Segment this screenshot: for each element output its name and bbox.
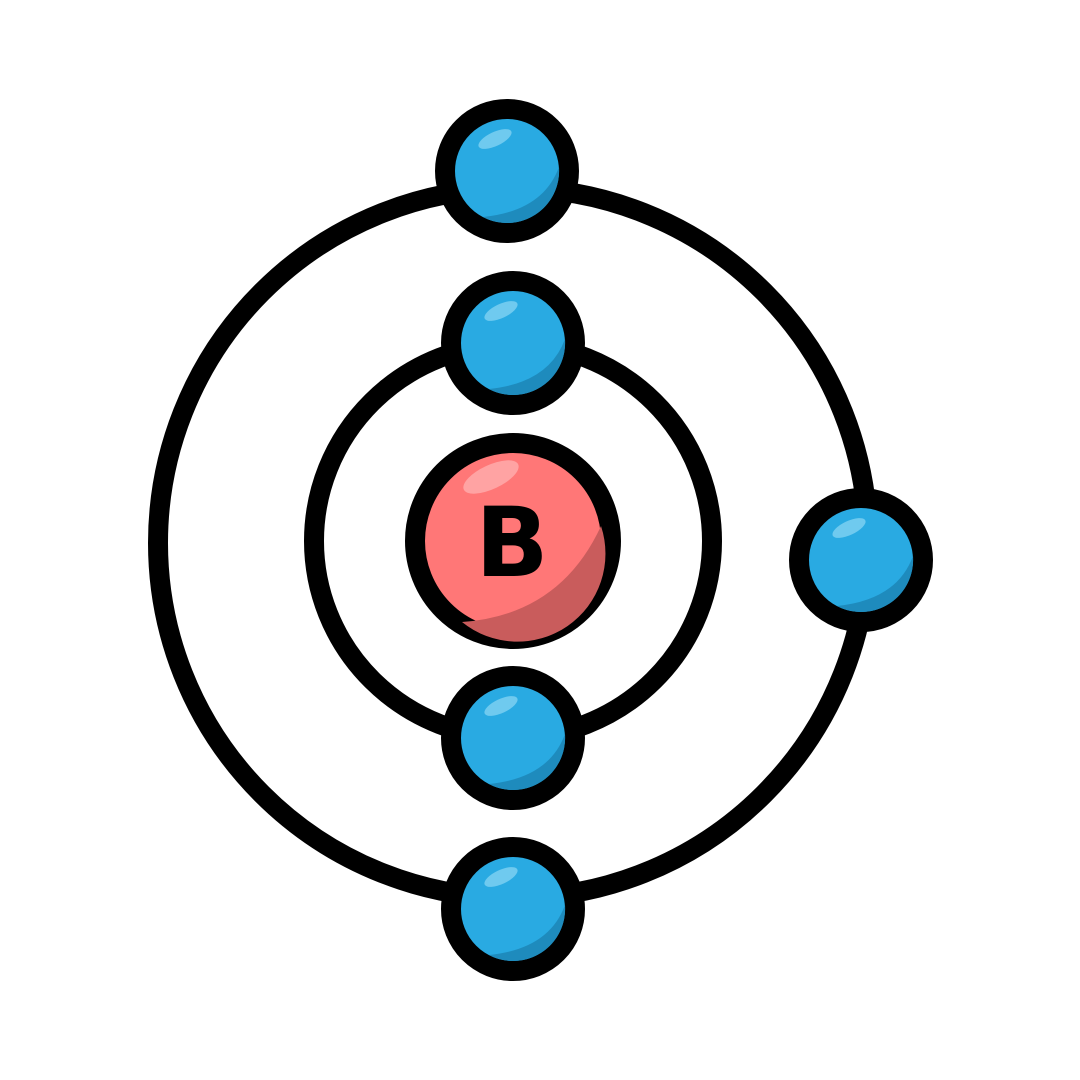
nucleus-highlight (463, 460, 519, 494)
nucleus: B (405, 433, 621, 649)
nucleus-symbol: B (475, 487, 548, 599)
electron (789, 488, 933, 632)
electron (441, 666, 585, 810)
nucleus-shade (462, 526, 606, 642)
electron (441, 271, 585, 415)
electron (441, 837, 585, 981)
electron (435, 99, 579, 243)
